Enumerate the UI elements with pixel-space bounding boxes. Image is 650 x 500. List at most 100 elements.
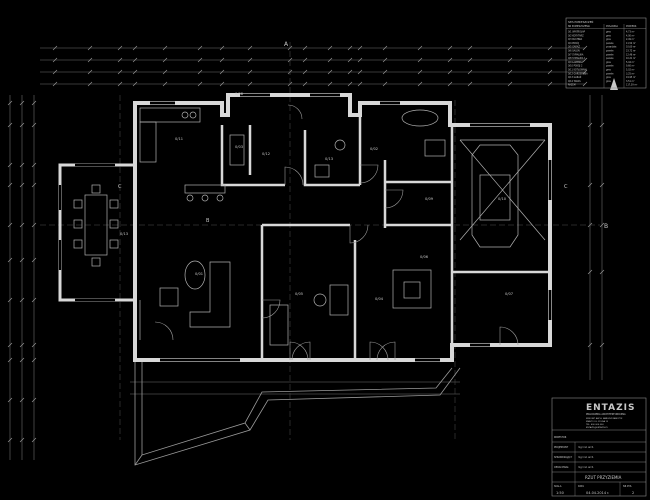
room-label: 0/07 <box>505 292 513 296</box>
schedule-cell: gres <box>606 69 612 72</box>
schedule-cell: 0/5 GARAŻ <box>568 46 580 49</box>
room-schedule-table: SPIS POMIESZCZEŃ NR POMIESZCZENIA POSADZ… <box>565 17 647 89</box>
sheet-value: 2 <box>632 491 634 495</box>
schedule-cell: 10,60 m² <box>626 46 636 49</box>
schedule-cell: 5,02 m² <box>626 69 635 72</box>
schedule-cell: 0/4 POKÓJ <box>568 42 579 45</box>
schedule-cell: 19,95 m² <box>626 76 636 79</box>
schedule-cell: 4,00 m² <box>626 34 635 37</box>
schedule-cell: 0/11 KOTŁOWNIA <box>568 69 587 72</box>
dimension-lines <box>9 47 603 460</box>
room-label: 0/08 <box>235 92 244 96</box>
schedule-cell: 117,39 m² <box>626 84 637 87</box>
schedule-cell: 9,60 m² <box>626 65 635 68</box>
date-label: DATA <box>578 485 584 488</box>
schedule-cell: gres <box>606 34 612 37</box>
terrace-outline <box>134 362 461 466</box>
field-drafter-label: OPRACOWAŁ <box>554 466 569 469</box>
company-address-4: ENTAZIS@ENTAZIS.PL <box>586 426 609 429</box>
sheet-label: NR RYS. <box>623 485 632 488</box>
schedule-title: SPIS POMIESZCZEŃ <box>568 19 593 24</box>
schedule-cell: 0/3 KUCHNIA <box>568 38 583 41</box>
schedule-cell: RAZEM <box>568 84 576 87</box>
schedule-cell: 2,49 m² <box>626 38 635 41</box>
field-drafter-value: mgr inż. arch. <box>578 466 594 469</box>
schedule-cell: panele <box>606 65 614 68</box>
schedule-cell: 4,73 m² <box>626 31 635 34</box>
schedule-cell: 3,25 m² <box>626 72 635 75</box>
schedule-cell: 5,44 m² <box>626 61 635 64</box>
schedule-cell: gres <box>606 38 612 41</box>
room-labels: 0/11 0/12 0/13 0/03 0/02 0/09 0/10 0/13 0/01 0/05… <box>120 92 513 301</box>
room-label: 0/11 <box>175 137 183 141</box>
field-checker-value: mgr inż. arch. <box>578 456 594 459</box>
schedule-cell: gres <box>606 76 612 79</box>
door-swings <box>154 104 519 361</box>
schedule-cell: 10,21 m² <box>626 57 636 60</box>
schedule-cell: 0/13 GARAŻ <box>568 76 582 79</box>
schedule-cell: panele <box>606 53 614 56</box>
schedule-cell: 0/1 WIATROŁAP <box>568 31 586 34</box>
field-designer-label: PROJEKTANT <box>554 446 569 449</box>
drawing-title: RZUT PRZYZIEMIA <box>585 475 622 480</box>
schedule-cell: 11,52 m² <box>626 42 636 45</box>
window-frames <box>58 93 552 362</box>
grid-labels: A B C C B <box>118 41 608 230</box>
scale-value: 1:50 <box>556 491 564 495</box>
schedule-header-name: NR POMIESZCZENIA <box>568 25 590 28</box>
schedule-cell: panele <box>606 72 614 75</box>
schedule-cell: 0/12 GARDEROBA <box>568 72 588 75</box>
field-checker-label: SPRAWDZAJĄCY <box>554 456 573 459</box>
schedule-cell: gres <box>606 80 612 83</box>
schedule-cell: posadzka <box>606 46 617 49</box>
room-label: 0/09 <box>425 197 434 201</box>
room-label: 0/12 <box>262 152 270 156</box>
company-address-2: MIASTO UL. POLNA 12 <box>586 420 609 423</box>
schedule-header-area: POWIERZ. <box>626 25 637 28</box>
room-label: 0/01 <box>195 272 203 276</box>
schedule-cell: panele <box>606 50 614 53</box>
grid-label-b-right: B <box>604 223 608 230</box>
field-investor-label: INWESTOR <box>554 436 567 439</box>
room-label: 0/13 <box>120 232 128 236</box>
room-label: 0/06 <box>420 255 429 259</box>
room-label: 0/10 <box>498 197 507 201</box>
schedule-header-floor: POSADZKA <box>606 25 619 28</box>
field-designer-value: mgr inż. arch. <box>578 446 594 449</box>
company-name: ENTAZIS <box>586 403 635 413</box>
company-address-1: MGR INŻ. ARCH. MARIUSZ RAMCZYK <box>586 417 623 420</box>
schedule-cell: 0/10 POKÓJ 2 <box>568 65 583 68</box>
schedule-cell: gres <box>606 61 612 64</box>
room-label: 0/02 <box>370 147 378 151</box>
schedule-cell: 3,51 m² <box>626 80 635 83</box>
room-label: 0/13 <box>325 157 333 161</box>
grid-label-b-center: B <box>206 218 210 224</box>
schedule-cell: 0/8 SYPIALNIA 1 <box>568 57 586 60</box>
schedule-cell: 23,72 m² <box>626 50 636 53</box>
window-openings <box>58 93 552 362</box>
grid-label-c-right: C <box>564 184 568 190</box>
grid-label-c-left: C <box>118 184 122 190</box>
schedule-cell: panele <box>606 42 614 45</box>
schedule-cell: gres <box>606 31 612 34</box>
scale-label: SKALA <box>554 485 562 488</box>
schedule-cell: 0/2 KORYTARZ <box>568 34 584 37</box>
dimension-ticks <box>7 45 605 443</box>
room-label: 0/04 <box>375 297 384 301</box>
furniture <box>73 107 546 346</box>
schedule-cell: 0/7 SYPIALNIA <box>568 53 584 56</box>
north-arrow-icon <box>610 78 618 90</box>
company-subtitle: PRACOWNIA ARCHITEKTONICZNA <box>586 413 626 416</box>
room-label: 0/03 <box>235 145 243 149</box>
schedule-cell: panele <box>606 57 614 60</box>
room-label: 0/05 <box>295 292 303 296</box>
company-address-3: TEL. 600 000 000 <box>586 424 604 426</box>
schedule-cell: 0/14 TARAS <box>568 80 581 83</box>
schedule-cell: 0/6 SALON <box>568 50 580 53</box>
grid-label-a: A <box>284 41 289 48</box>
date-value: 04.04.2014 r. <box>586 491 609 495</box>
title-block: ENTAZIS PRACOWNIA ARCHITEKTONICZNA MGR I… <box>551 397 647 497</box>
schedule-cell: 12,46 m² <box>626 53 636 56</box>
